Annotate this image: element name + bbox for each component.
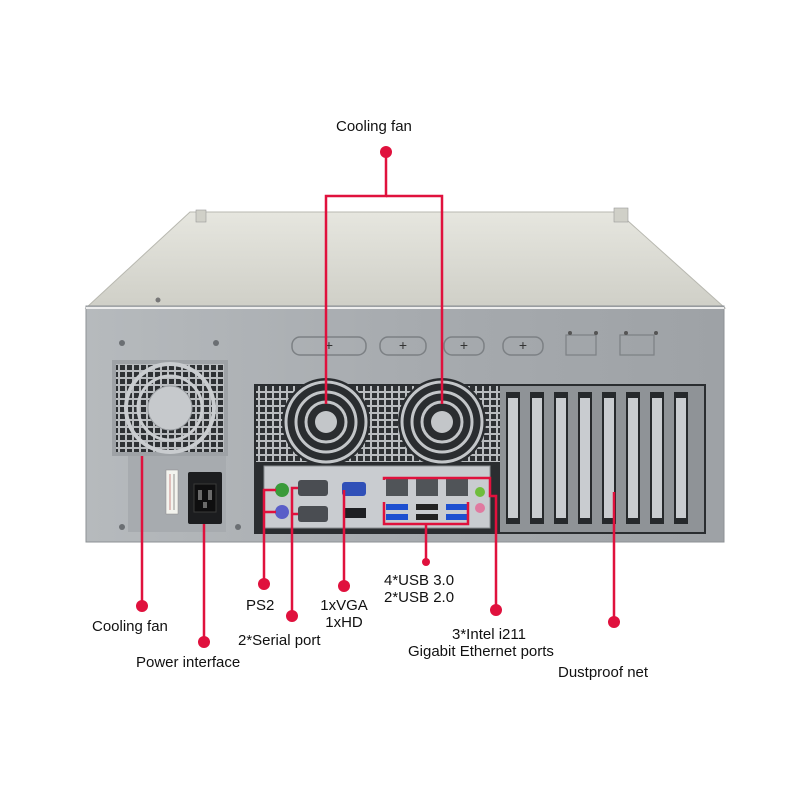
usb3-port-icon (446, 504, 468, 510)
vga-port-icon (342, 482, 366, 496)
power-supply-area (128, 456, 226, 532)
label-top-cooling-fan: Cooling fan (336, 118, 412, 135)
hdmi-port-icon (344, 508, 366, 518)
lan-port-icon (386, 478, 408, 496)
knockout-row: + + + + (291, 331, 658, 356)
lan-port-icon (416, 478, 438, 496)
label-usb3: 4*USB 3.0 (384, 572, 455, 589)
svg-text:+: + (325, 337, 333, 353)
lan-port-icon (446, 478, 468, 496)
svg-text:+: + (519, 337, 527, 353)
label-hd: 1xHD (325, 614, 363, 631)
label-lan-ports: Gigabit Ethernet ports (408, 643, 554, 660)
label-power-interface: Power interface (136, 654, 241, 671)
io-shield (263, 465, 491, 529)
audio-out-icon (475, 487, 485, 497)
label-serial-port: 2*Serial port (238, 632, 321, 649)
serial-port-icon (298, 480, 328, 496)
ps2-keyboard-port-icon (275, 505, 289, 519)
usb3-port-icon (386, 504, 408, 510)
expansion-slots (500, 386, 704, 532)
label-psu-cooling-fan: Cooling fan (92, 618, 168, 635)
label-ps2: PS2 (246, 597, 275, 614)
usb2-port-icon (416, 514, 438, 520)
mainboard-opening (254, 378, 706, 534)
label-lan-chip: 3*Intel i211 (452, 626, 526, 643)
psu-fan-grill-icon (112, 360, 228, 456)
label-dustproof-net: Dustproof net (558, 664, 649, 681)
ps2-mouse-port-icon (275, 483, 289, 497)
usb3-port-icon (446, 514, 468, 520)
label-vga: 1xVGA (320, 597, 368, 614)
serial-port-icon (298, 506, 328, 522)
callout-dots (136, 146, 620, 648)
audio-mic-icon (475, 503, 485, 513)
cooling-fan-icon (398, 378, 486, 466)
chassis-top-cover (84, 207, 727, 313)
svg-text:+: + (399, 337, 407, 353)
svg-text:+: + (460, 337, 468, 353)
usb3-port-icon (386, 514, 408, 520)
usb2-port-icon (416, 504, 438, 510)
callout-lines (140, 156, 616, 640)
label-usb2: 2*USB 2.0 (384, 589, 455, 606)
